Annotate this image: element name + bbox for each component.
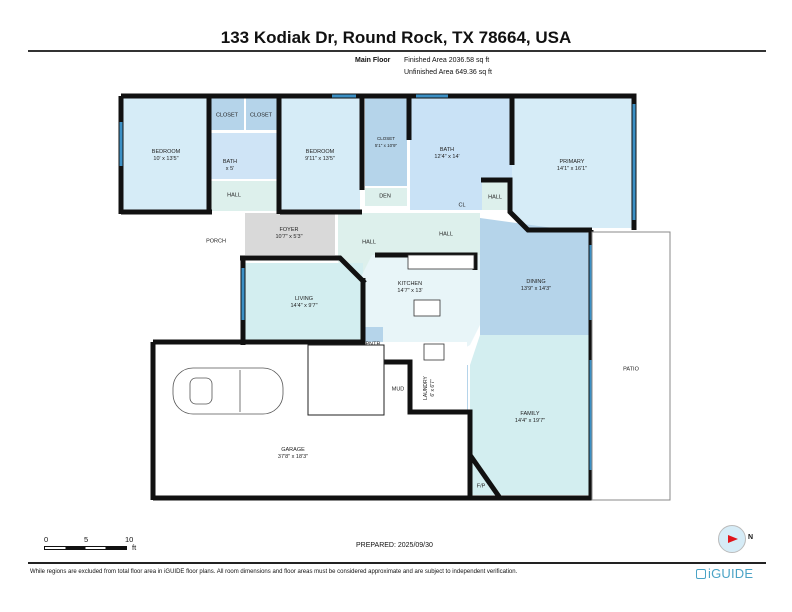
room-fireplace: F/P xyxy=(476,483,486,490)
garage-partition xyxy=(307,344,385,416)
room-pantry: PNTR xyxy=(365,341,381,348)
hall-bed-fill xyxy=(210,181,278,211)
brand-name: iGUIDE xyxy=(708,566,754,581)
finished-area: Finished Area 2036.58 sq ft xyxy=(404,57,490,64)
footer-divider xyxy=(28,562,766,564)
room-patio: PATIO xyxy=(623,366,639,373)
den-fill xyxy=(365,188,407,206)
room-closet-1: CLOSET xyxy=(215,112,239,119)
iguide-logo-icon xyxy=(696,569,706,579)
hall-kitchen-fill xyxy=(410,213,480,255)
room-hall-center: HALL xyxy=(362,239,376,246)
closet-2-fill xyxy=(246,98,278,130)
scale-bar-graphic xyxy=(44,546,127,550)
property-address-title: 133 Kodiak Dr, Round Rock, TX 78664, USA xyxy=(220,28,572,47)
room-closet-2: CLOSET xyxy=(249,112,273,119)
room-porch: PORCH xyxy=(206,238,226,245)
porch-fill xyxy=(183,218,238,273)
title-divider xyxy=(28,50,766,52)
walls xyxy=(118,93,637,501)
room-mud: MUD xyxy=(391,386,405,393)
prepared-date: PREPARED: 2025/09/30 xyxy=(356,542,433,549)
room-den: DEN xyxy=(379,193,391,200)
room-hall-bedrooms: HALL xyxy=(227,192,241,199)
windows xyxy=(119,94,636,470)
primary-fill xyxy=(512,98,632,228)
car-icon xyxy=(172,367,284,415)
bath-small-fill xyxy=(210,133,278,179)
hall-primary-fill xyxy=(482,180,510,210)
kitchen-island xyxy=(413,299,441,317)
scale-tick-10: 10 xyxy=(125,535,134,544)
room-hall-primary: HALL xyxy=(488,194,502,201)
brand-logo: iGUIDE xyxy=(696,566,753,581)
foyer-fill xyxy=(245,213,335,255)
room-fills xyxy=(123,98,632,497)
room-cl: CL xyxy=(458,202,466,209)
floor-label: Main Floor xyxy=(355,57,391,64)
dining-fill xyxy=(480,218,590,335)
patio-outline xyxy=(591,231,671,501)
kitchen-counter xyxy=(407,254,475,270)
stove-icon xyxy=(423,343,445,361)
compass-label: N xyxy=(748,534,754,541)
bedroom-1-fill xyxy=(123,98,209,211)
living-fill xyxy=(245,263,363,343)
family-fill xyxy=(470,335,590,495)
scale-tick-0: 0 xyxy=(44,535,49,544)
compass-icon xyxy=(718,525,746,553)
bedroom-2-fill xyxy=(280,98,360,211)
walk-in-closet-fill xyxy=(365,98,407,186)
room-hall-kitchen: HALL xyxy=(439,231,453,238)
unfinished-area: Unfinished Area 649.36 sq ft xyxy=(404,69,492,76)
footer-disclaimer: While regions are excluded from total fl… xyxy=(30,569,518,575)
scale-unit: ft xyxy=(132,543,137,552)
scale-tick-5: 5 xyxy=(84,535,89,544)
closet-1-fill xyxy=(210,98,244,130)
